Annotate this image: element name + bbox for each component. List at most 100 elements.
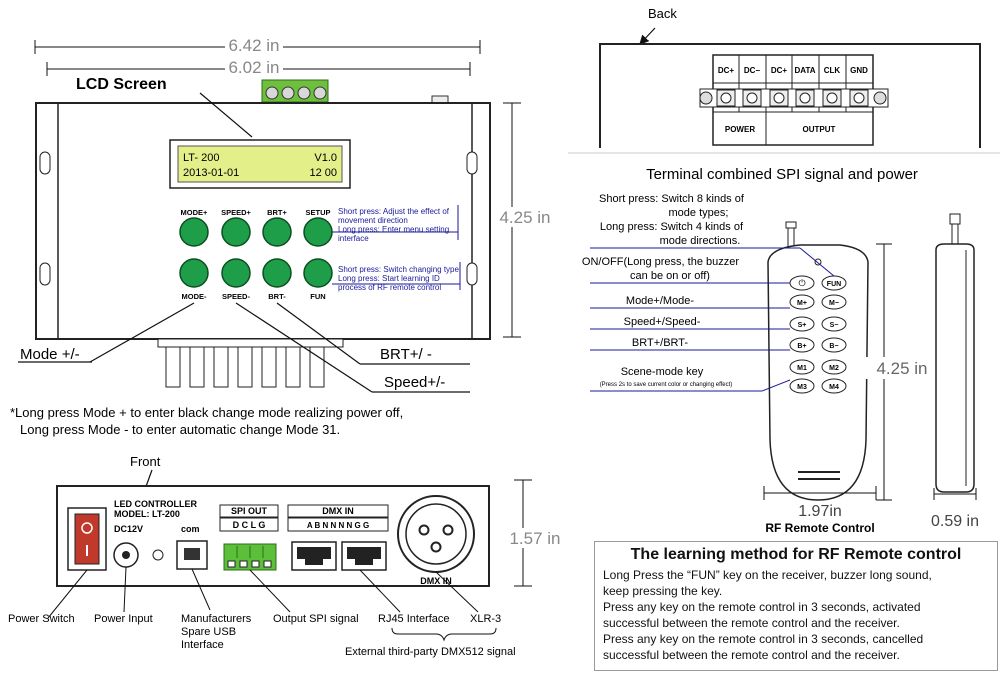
btn-setup-label: SETUP [305,208,330,217]
remote-dim-width: 1.97in [798,503,842,520]
lcd-line2-left: 2013-01-01 [183,167,239,179]
brt-plus-button[interactable] [262,217,292,247]
btn-mode-minus-label: MODE- [182,292,208,301]
fun-button[interactable] [303,258,333,288]
remote-m2-key[interactable] [821,359,847,375]
speed-minus-button[interactable] [221,258,251,288]
com-label: com [181,524,200,534]
terminal-label-5: CLK [824,66,841,75]
callout-power-switch: Power Switch [8,613,75,625]
remote-m4-key[interactable] [821,378,847,394]
learning-method-box: The learning method for RF Remote contro… [594,541,998,671]
dim-height-front: 1.57 in [509,529,560,548]
remote-m2-label: M2 [829,365,839,372]
label-scene: Scene-mode key [621,366,704,378]
terminal-label-1: DC+ [718,66,735,75]
lcd-screen-label: LCD Screen [76,76,167,93]
remote-m1-label: M1 [797,365,807,372]
brt-minus-button[interactable] [262,258,292,288]
remote-onoff-note: ON/OFF(Long press, the buzzer can be on … [582,256,742,282]
remote-m-plus-key[interactable] [789,294,815,310]
power-switch[interactable] [74,513,100,565]
mode-minus-button[interactable] [179,258,209,288]
xlr-label: DMX IN [420,576,452,586]
dmx-in-header: DMX IN [322,506,354,516]
remote-power-key-label: ⏻ [798,278,805,288]
label-mode: Mode+/Mode- [626,295,695,307]
terminal-label-4: DATA [794,66,815,75]
label-scene-sub: (Press 2s to save current color or chang… [600,382,733,388]
remote-b-minus-key[interactable] [821,337,847,353]
group-output-label: OUTPUT [803,125,836,134]
remote-m-minus-key[interactable] [821,294,847,310]
enclosure [35,102,491,340]
learning-title: The learning method for RF Remote contro… [630,546,962,563]
btn-speed-plus-label: SPEED+ [221,208,251,217]
btn-brt-minus-label: BRT- [268,292,286,301]
remote-m3-label: M3 [797,384,807,391]
callout-dmx512: External third-party DMX512 signal [345,646,516,658]
remote-view: ⏻ FUN M+ M− S+ S− B+ B− M1 M2 M3 M4 Shor… [582,193,979,535]
back-caption: Terminal combined SPI signal and power [646,166,918,183]
learning-line-1: Long Press the “FUN” key on the receiver… [603,568,932,582]
remote-s-minus-key[interactable] [821,316,847,332]
back-enclosure [599,43,981,148]
back-view: Back DC+ DC− DC+ DATA CLK GND [568,6,1000,183]
remote-s-plus-key[interactable] [789,316,815,332]
terminal-label-3: DC+ [771,66,788,75]
speed-plus-button[interactable] [221,217,251,247]
note-line2: Long press Mode - to enter automatic cha… [20,422,340,437]
remote-m-minus-label: M− [829,300,839,307]
btn-fun-label: FUN [310,292,325,301]
terminal-label-6: GND [850,66,868,75]
remote-b-plus-key[interactable] [789,337,815,353]
group-power-label: POWER [725,125,755,134]
usb-port[interactable] [176,540,208,570]
spi-out-header: SPI OUT [231,506,268,516]
setup-button[interactable] [303,217,333,247]
front-title: Front [130,454,161,469]
top-view: 6.42 in 6.02 in 4.25 in LCD Screen LT- [10,36,556,437]
lcd-display [177,145,343,183]
lcd-line1-right: V1.0 [314,152,337,164]
callout-speed: Speed+/- [384,374,445,391]
remote-dim-depth: 0.59 in [931,513,979,530]
dim-height-top: 4.25 in [499,208,550,227]
remote-s-minus-label: S− [830,322,839,329]
label-brt: BRT+/BRT- [632,337,688,349]
label-speed: Speed+/Speed- [624,316,701,328]
callout-xlr: XLR-3 [470,613,501,625]
brand-line1: LED CONTROLLER [114,499,197,509]
lcd-line2-right: 12 00 [309,167,337,179]
remote-b-minus-label: B− [829,343,838,350]
learning-line-4: successful between the remote control an… [603,616,900,630]
remote-m4-label: M4 [829,384,839,391]
remote-fun-key-label: FUN [827,281,841,288]
lcd-line1-left: LT- 200 [183,152,220,164]
callout-brt: BRT+/ - [380,346,432,363]
learning-line-5: Press any key on the remote control in 3… [603,632,924,646]
callout-power-input: Power Input [94,613,153,625]
dmx-pins: A B N N N N G G [307,521,369,530]
mode-plus-button[interactable] [179,217,209,247]
remote-m3-key[interactable] [789,378,815,394]
brand-line2: MODEL: LT-200 [114,509,180,519]
learning-line-6: successful between the remote control an… [603,648,900,662]
callout-rj45: RJ45 Interface [378,613,450,625]
btn-brt-plus-label: BRT+ [267,208,287,217]
dim-width-inner: 6.02 in [228,58,279,77]
remote-m1-key[interactable] [789,359,815,375]
learning-line-2: keep pressing the key. [603,584,723,598]
spi-pins: D C L G [233,520,266,530]
setup-note: Short press: Adjust the effect of moveme… [338,207,451,243]
btn-mode-plus-label: MODE+ [181,208,209,217]
fun-note: Short press: Switch changing type Long p… [338,265,461,292]
remote-caption: RF Remote Control [765,521,874,535]
remote-mode-note: Short press: Switch 8 kinds of mode type… [599,193,747,247]
terminal-label-2: DC− [744,66,761,75]
front-view: Front 1.57 in LED CONTROLLER MODEL: LT-2… [8,454,561,658]
callout-mode: Mode +/- [20,346,80,363]
remote-side-view [935,243,975,493]
callout-spi: Output SPI signal [273,613,359,625]
dim-width-outer: 6.42 in [228,36,279,55]
